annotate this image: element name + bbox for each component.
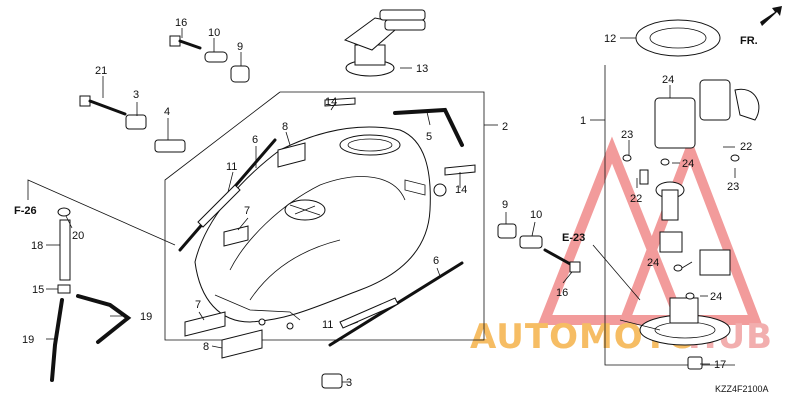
pad-8-top (277, 142, 306, 168)
callouts: 1 2 3 3 4 5 6 6 7 7 8 8 9 9 10 10 11 11 … (22, 17, 752, 389)
callout-10-right: 10 (530, 209, 542, 221)
callout-19-left: 19 (22, 334, 34, 346)
fuel-pump-assembly (619, 79, 760, 346)
group-bracket-f26 (27, 179, 176, 246)
callout-3-bottom: 3 (346, 377, 352, 389)
callout-9-right: 9 (502, 199, 508, 211)
clip-15 (57, 284, 71, 294)
ref-e23: E-23 (562, 232, 585, 244)
front-arrow-icon: FR. (740, 6, 782, 47)
callout-22-right: 22 (740, 141, 752, 153)
callout-11-bottom: 11 (322, 319, 333, 331)
fuel-tank (194, 126, 447, 330)
callout-19-right: 19 (140, 311, 152, 323)
hose-18 (59, 219, 71, 281)
callout-24-top: 24 (662, 74, 674, 86)
callout-14-right: 14 (455, 184, 467, 196)
diagram-code: KZZ4F2100A (715, 384, 769, 394)
callout-3-top: 3 (133, 89, 139, 101)
callout-8-bottom: 8 (203, 341, 209, 353)
watermark-triangle-left (537, 136, 688, 325)
ref-f26: F-26 (14, 205, 37, 217)
callout-13: 13 (416, 63, 428, 75)
callout-24-mid: 24 (682, 158, 694, 170)
callout-7-left: 7 (244, 205, 250, 217)
collar-10-top (204, 51, 228, 63)
svg-text:FR.: FR. (740, 35, 758, 47)
collar-10-right (519, 235, 543, 249)
callout-15: 15 (32, 284, 44, 296)
cushion-9-top (230, 65, 250, 83)
collar-4 (154, 139, 186, 153)
callout-8-top: 8 (282, 121, 288, 133)
callout-2: 2 (502, 121, 508, 133)
callout-24-lower: 24 (647, 257, 659, 269)
callout-10-top: 10 (208, 27, 220, 39)
callout-20: 20 (72, 230, 84, 242)
group-bracket-2 (164, 91, 485, 341)
callout-23-right: 23 (727, 181, 739, 193)
strip-5 (393, 107, 464, 147)
fuel-cap-with-key (343, 9, 426, 77)
strip-14-right (444, 164, 476, 176)
callout-16-right: 16 (556, 287, 568, 299)
bolt-16-top (169, 35, 202, 50)
pad-7-bottom (184, 311, 226, 337)
callout-14-top: 14 (325, 96, 337, 108)
callout-16-top: 16 (175, 17, 187, 29)
callout-12: 12 (604, 33, 616, 45)
callout-9-top: 9 (237, 41, 243, 53)
callout-22-left: 22 (630, 193, 642, 205)
callout-23-left: 23 (621, 129, 633, 141)
callout-21: 21 (95, 65, 107, 77)
callout-1: 1 (580, 115, 586, 127)
washer-3-top (125, 114, 147, 130)
callout-11-left: 11 (226, 161, 237, 173)
callout-24-bottom: 24 (710, 291, 722, 303)
callout-6-left: 6 (252, 134, 258, 146)
hose-19-right (76, 294, 132, 344)
callout-7-bottom: 7 (195, 299, 201, 311)
callout-6-right: 6 (433, 255, 439, 267)
strip-11-bottom (339, 297, 399, 329)
bolt-16-right (543, 248, 581, 273)
strip-11-left (197, 184, 241, 228)
nut-17 (687, 356, 703, 370)
callout-18: 18 (31, 240, 43, 252)
leader-lines (46, 28, 736, 383)
washer-3-bottom (321, 373, 343, 389)
pump-gasket (635, 19, 721, 57)
callout-4: 4 (164, 106, 170, 118)
hose-19-left (50, 298, 64, 382)
bolt-21 (79, 95, 127, 116)
strip-14-top (324, 97, 356, 107)
callout-5: 5 (426, 131, 432, 143)
pad-8-bottom (221, 329, 263, 359)
cushion-9-right (497, 223, 517, 239)
clip-20 (57, 207, 71, 217)
callout-17: 17 (714, 359, 726, 371)
